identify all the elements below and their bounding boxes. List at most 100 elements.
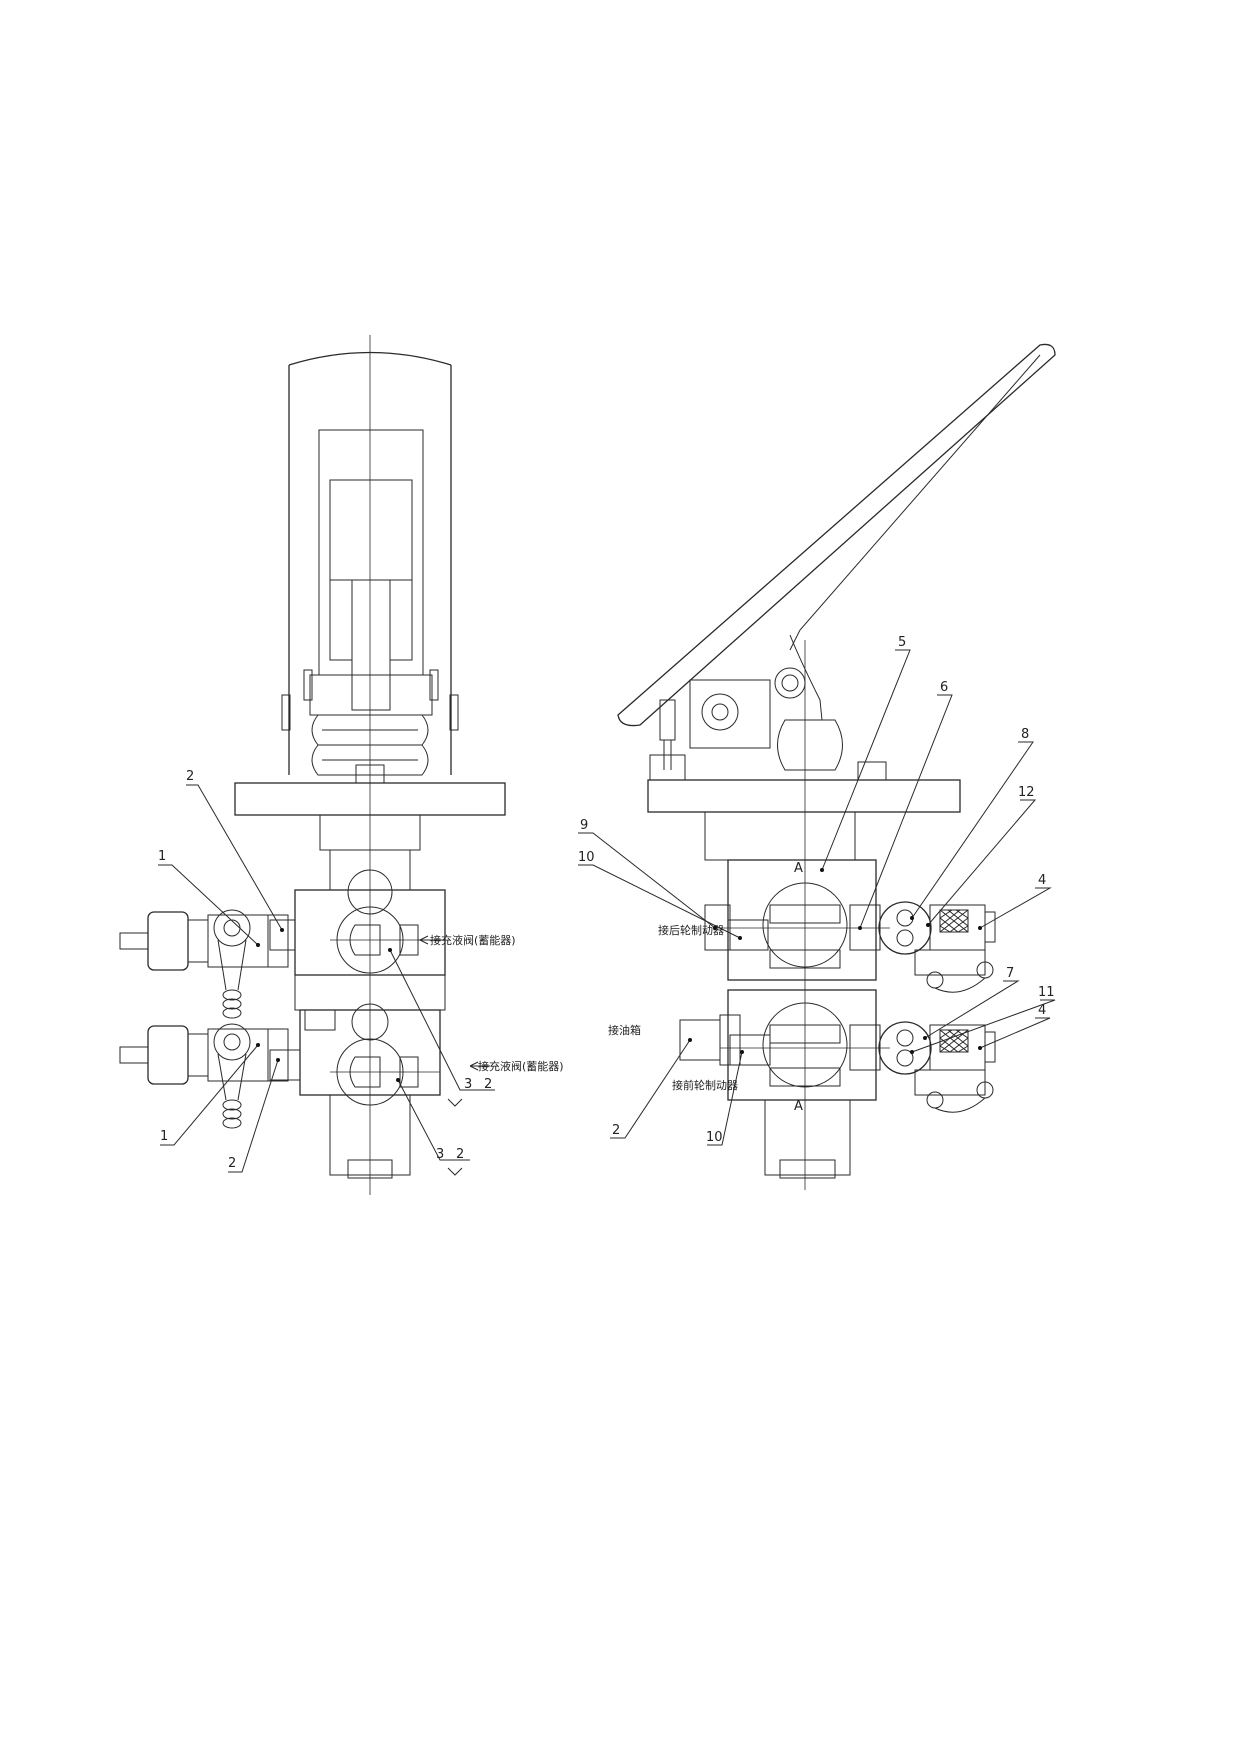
leader-r-10-top xyxy=(578,864,741,939)
leader-r-10-bot xyxy=(707,1051,743,1146)
bracket-ring xyxy=(701,693,739,731)
note-front-brake: 接前轮制动器 xyxy=(672,1078,738,1092)
dot xyxy=(256,943,260,947)
dot xyxy=(256,1043,260,1047)
connector-dot-b-lower xyxy=(896,1049,914,1067)
connector-head-upper xyxy=(878,901,932,955)
connector-dot-b-upper xyxy=(896,929,914,947)
chain-link-4 xyxy=(222,1099,242,1111)
note-fill-valve-bot: 接充液阀(蓄能器) xyxy=(478,1059,564,1073)
rubber-bellows xyxy=(311,714,429,776)
leader-r-9 xyxy=(578,832,716,929)
label-r-10-top: 10 xyxy=(578,850,595,865)
dot xyxy=(910,1050,914,1054)
fitting-tank xyxy=(679,1019,721,1061)
adapter-lower xyxy=(267,1028,289,1082)
valve-body-bottom xyxy=(329,1094,411,1176)
dot xyxy=(276,1058,280,1062)
label-r-8: 8 xyxy=(1021,727,1029,742)
dot xyxy=(978,926,982,930)
mount-flange-right xyxy=(647,779,961,813)
label-r-10-bot: 10 xyxy=(706,1130,723,1145)
lower-port-socket xyxy=(349,1056,381,1088)
inner-frame xyxy=(318,429,424,676)
label-r-5: 5 xyxy=(898,635,906,650)
upper-spool-top xyxy=(769,904,841,924)
adapter-upper xyxy=(267,914,289,968)
fitting-eye-upper xyxy=(213,909,251,947)
plunger-block xyxy=(329,479,413,581)
leader-r-4-top xyxy=(979,887,1052,929)
hinge-right xyxy=(449,694,459,731)
fitting-shaft-upper xyxy=(119,932,149,950)
dot xyxy=(978,1046,982,1050)
lower-side-stub xyxy=(269,1049,301,1081)
section-a-bot: A xyxy=(794,1099,803,1114)
label-r-4-top: 4 xyxy=(1038,873,1046,888)
upper-spool-bot xyxy=(769,949,841,969)
dot xyxy=(688,1038,692,1042)
chain-lower xyxy=(934,1097,986,1113)
bellows-seat xyxy=(309,674,433,716)
arrow-head-top xyxy=(419,935,429,945)
chain-link-5 xyxy=(222,1108,242,1120)
chain-ring-1 xyxy=(926,971,944,989)
label-l-1-bot: 1 xyxy=(160,1129,168,1144)
leader-r-5 xyxy=(821,649,911,871)
knurl-pattern-upper xyxy=(939,909,969,933)
fitting-10-top xyxy=(727,919,769,951)
pedal-bracket xyxy=(689,679,771,749)
label-l-2-top-r: 2 xyxy=(484,1077,492,1092)
lower-spool-bot xyxy=(769,1067,841,1087)
label-l-2-top: 2 xyxy=(186,769,194,784)
bottom-nut-right xyxy=(779,1159,836,1179)
label-r-2: 2 xyxy=(612,1123,620,1138)
connector-cap-lower xyxy=(914,1069,986,1096)
connector-nut-upper xyxy=(849,904,881,951)
dot xyxy=(923,1036,927,1040)
fitting-strap-lower xyxy=(217,1053,247,1101)
leader-r-6 xyxy=(859,694,953,929)
dot xyxy=(388,948,392,952)
valve-body-right-lower xyxy=(727,989,877,1101)
right-view: 5 6 8 12 9 10 4 7 11 4 2 10 接后轮制动器 接油箱 接… xyxy=(578,343,1056,1190)
fitting-collar-lower xyxy=(187,1033,209,1077)
bracket-ring-inner xyxy=(711,703,729,721)
dot xyxy=(740,1050,744,1054)
leader-l-3-bot xyxy=(397,1079,470,1161)
bellows-right xyxy=(777,719,843,771)
label-r-7: 7 xyxy=(1006,966,1014,981)
stop-screw-base xyxy=(649,754,686,781)
valve-body-right-bottom xyxy=(764,1099,851,1176)
label-l-1-top: 1 xyxy=(158,849,166,864)
note-tank: 接油箱 xyxy=(608,1023,641,1037)
label-l-2-bot: 2 xyxy=(228,1156,236,1171)
knurl-lower xyxy=(939,1029,969,1053)
side-lug-right xyxy=(429,669,439,701)
bellows-folds xyxy=(318,729,422,761)
stop-screw xyxy=(659,699,676,770)
dot xyxy=(926,923,930,927)
bottom-nut xyxy=(347,1159,393,1179)
fitting-9 xyxy=(704,904,731,951)
note-fill-valve-top: 接充液阀(蓄能器) xyxy=(430,933,516,947)
dot xyxy=(396,1078,400,1082)
dot xyxy=(713,926,717,930)
chain-link-1 xyxy=(222,989,242,1001)
dot xyxy=(280,928,284,932)
chain-ring-3 xyxy=(926,1091,944,1109)
neck-right xyxy=(704,811,856,861)
connector-tip-upper xyxy=(984,911,996,943)
mid-nut xyxy=(304,1009,336,1031)
pivot-ring-inner xyxy=(781,674,799,692)
knurl-upper xyxy=(939,909,969,933)
leader-l-1-top xyxy=(158,864,259,946)
upper-bore xyxy=(762,882,848,968)
bolt-head-right xyxy=(857,761,887,781)
upper-port-socket xyxy=(349,924,381,956)
note-rear-brake: 接后轮制动器 xyxy=(658,923,724,937)
pedal-hook xyxy=(789,634,823,721)
quick-connector-upper xyxy=(849,901,996,993)
fitting-strap-upper xyxy=(217,939,247,991)
